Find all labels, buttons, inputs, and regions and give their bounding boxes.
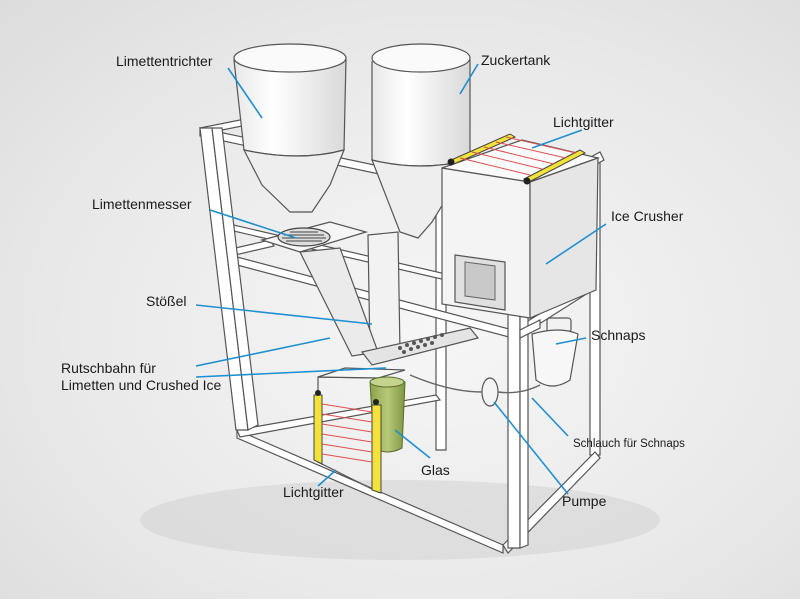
label-limettenmesser: Limettenmesser — [92, 196, 192, 212]
leader-lines — [195, 63, 607, 495]
label-lichtgitter-bottom: Lichtgitter — [283, 484, 344, 500]
ice-crusher-box — [441, 139, 601, 319]
leader-schlauch — [531, 397, 569, 437]
leader-zuckertank — [459, 63, 479, 95]
leader-limettenmesser — [209, 209, 297, 239]
leader-lichtgitter-bottom — [317, 469, 337, 487]
floor-shadow — [140, 480, 660, 560]
leader-rutschbahn-a — [195, 337, 331, 367]
leader-stoessel — [195, 304, 373, 325]
label-rutschbahn-line2: Limetten und Crushed Ice — [61, 377, 222, 393]
label-schnaps: Schnaps — [591, 327, 645, 343]
label-zuckertank: Zuckertank — [481, 52, 551, 68]
leader-rutschbahn-b — [195, 367, 387, 378]
label-glas: Glas — [421, 462, 450, 478]
labels: Limettentrichter Zuckertank Lichtgitter … — [61, 52, 685, 509]
limettenmesser — [259, 221, 369, 253]
limettentrichter-hopper — [233, 43, 347, 213]
leader-pumpe — [493, 401, 569, 495]
leader-glas — [394, 429, 431, 459]
leader-lichtgitter-top — [531, 129, 583, 149]
leader-limettentrichter — [227, 67, 263, 119]
schnaps-bottle — [531, 317, 579, 387]
label-schlauch: Schlauch für Schnaps — [573, 438, 685, 450]
stoessel-and-chute — [299, 231, 480, 366]
leader-schnaps — [555, 337, 587, 345]
label-limettentrichter: Limettentrichter — [116, 53, 213, 69]
label-pumpe: Pumpe — [562, 493, 607, 509]
label-ice-crusher: Ice Crusher — [611, 208, 684, 224]
lichtgitter-bottom — [313, 390, 382, 494]
lichtgitter-top — [447, 133, 587, 185]
label-rutschbahn-line1: Rutschbahn für — [61, 360, 156, 376]
pumpe — [409, 374, 541, 407]
leader-ice-crusher — [545, 223, 607, 265]
label-stoessel: Stößel — [146, 293, 186, 309]
label-lichtgitter-top: Lichtgitter — [553, 114, 614, 130]
